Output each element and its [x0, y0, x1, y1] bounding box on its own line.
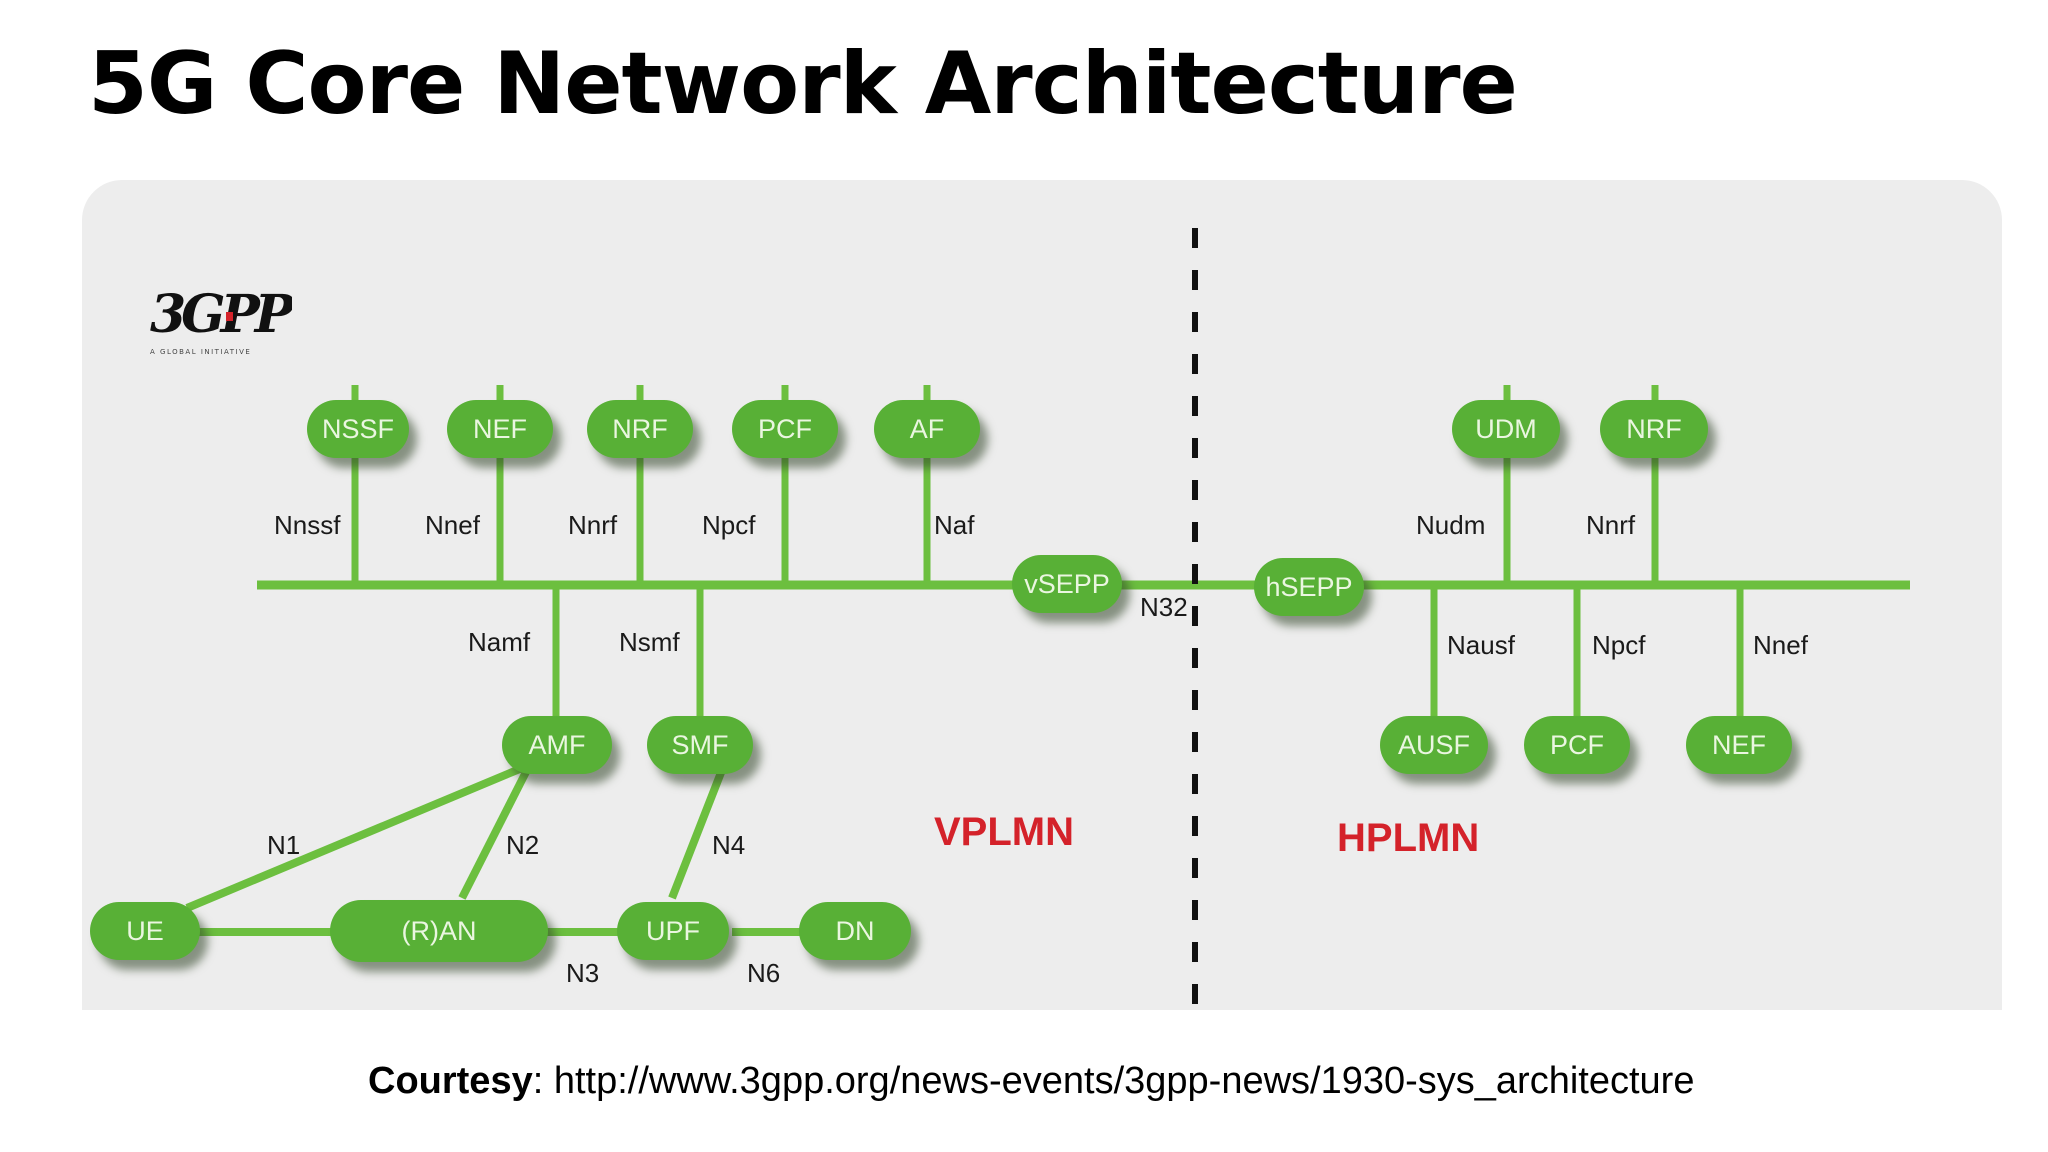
courtesy-label: Courtesy	[368, 1060, 533, 1102]
smf-node: SMF	[647, 716, 753, 774]
interface-label-n6: N6	[747, 958, 781, 988]
interface-label-nudm: Nudm	[1416, 510, 1486, 540]
hplmn-label: HPLMN	[1337, 816, 1480, 860]
3gpp-logo: 3GPP A GLOBAL INITIATIVE	[142, 270, 292, 360]
nef-node: NEF	[447, 400, 553, 458]
courtesy-caption: Courtesy: http://www.3gpp.org/news-event…	[368, 1060, 1694, 1103]
interface-label-npcf: Npcf	[1592, 630, 1646, 660]
interface-label-n32: N32	[1140, 592, 1188, 622]
interface-label-nnssf: Nnssf	[274, 510, 341, 540]
architecture-diagram: 3GPP A GLOBAL INITIATIVE NSSF NEF NRF PC…	[82, 180, 2002, 1010]
interface-label-n2: N2	[506, 830, 540, 860]
interface-label-npcf: Npcf	[702, 510, 756, 540]
dn-node: DN	[799, 902, 911, 960]
nef-node: NEF	[1686, 716, 1792, 774]
interface-label-naf: Naf	[934, 510, 975, 540]
hsepp-node: hSEPP	[1254, 558, 1364, 616]
vplmn-label: VPLMN	[934, 810, 1074, 854]
interface-label-namf: Namf	[468, 627, 531, 657]
interface-label-nausf: Nausf	[1447, 630, 1515, 660]
interface-label-nnrf: Nnrf	[568, 510, 618, 540]
udm-node: UDM	[1452, 400, 1560, 458]
interface-label-nnef: Nnef	[1753, 630, 1808, 660]
upf-node: UPF	[617, 902, 729, 960]
ausf-node: AUSF	[1380, 716, 1488, 774]
logo-text: 3GPP	[150, 284, 292, 345]
interface-label-n1: N1	[267, 830, 301, 860]
interface-label-nsmf: Nsmf	[619, 627, 680, 657]
af-node: AF	[874, 400, 980, 458]
n1-link	[185, 764, 524, 912]
pcf-node: PCF	[732, 400, 838, 458]
nssf-node: NSSF	[307, 400, 409, 458]
vsepp-node: vSEPP	[1012, 555, 1122, 613]
logo-tagline: A GLOBAL INITIATIVE	[150, 348, 251, 356]
ran-node: (R)AN	[330, 900, 548, 962]
interface-label-nnef: Nnef	[425, 510, 480, 540]
nrf-node: NRF	[587, 400, 693, 458]
page-title: 5G Core Network Architecture	[88, 34, 1518, 134]
interface-label-n3: N3	[566, 958, 600, 988]
amf-node: AMF	[502, 716, 612, 774]
n2-link	[458, 768, 531, 900]
interface-label-nnrf: Nnrf	[1586, 510, 1636, 540]
ue-node: UE	[90, 902, 200, 960]
courtesy-url: : http://www.3gpp.org/news-events/3gpp-n…	[532, 1060, 1695, 1102]
pcf-node: PCF	[1524, 716, 1630, 774]
nrf-node: NRF	[1600, 400, 1708, 458]
interface-label-n4: N4	[712, 830, 746, 860]
n4-link	[668, 768, 726, 900]
